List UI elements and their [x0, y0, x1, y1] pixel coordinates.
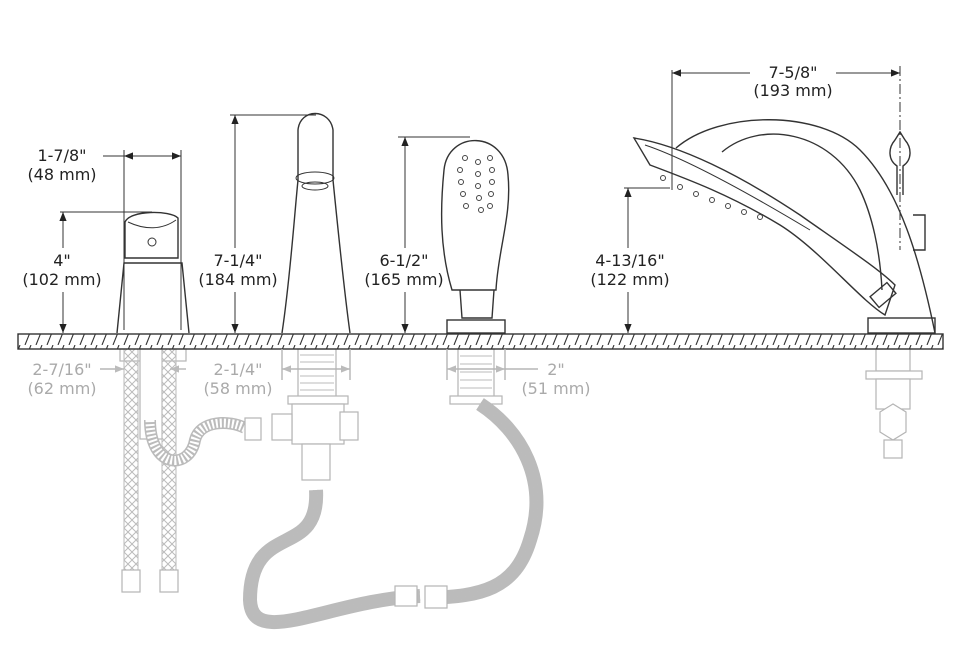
- handle-width-metric: (48 mm): [27, 165, 96, 184]
- spout-height-metric: (184 mm): [198, 270, 277, 289]
- spout-shank-metric: (58 mm): [203, 379, 272, 398]
- handshower-drawing: [440, 139, 510, 334]
- spout-height-imperial: 7-1/4": [213, 251, 262, 270]
- handle-drawing: [116, 211, 190, 334]
- handshower-height-metric: (165 mm): [364, 270, 443, 289]
- handshower-height-imperial: 6-1/2": [379, 251, 428, 270]
- diverter-height-metric: (122 mm): [590, 270, 669, 289]
- spout-drawing: [281, 113, 351, 334]
- diverter-height-imperial: 4-13/16": [595, 251, 664, 270]
- diverter-spout-drawing: [632, 119, 936, 334]
- diverter-reach-metric: (193 mm): [753, 81, 832, 100]
- deck-surface: [17, 333, 944, 350]
- handshower-shank-metric: (51 mm): [521, 379, 590, 398]
- handshower-shank-imperial: 2": [547, 360, 565, 379]
- below-deck-plumbing: [119, 348, 923, 630]
- handle-height-imperial: 4": [53, 251, 71, 270]
- handle-width-imperial: 1-7/8": [37, 146, 86, 165]
- handle-height-metric: (102 mm): [22, 270, 101, 289]
- handle-shank-imperial: 2-7/16": [32, 360, 91, 379]
- dimension-lines: [59, 66, 901, 380]
- diverter-reach-imperial: 7-5/8": [768, 63, 817, 82]
- spout-shank-imperial: 2-1/4": [213, 360, 262, 379]
- handle-shank-metric: (62 mm): [27, 379, 96, 398]
